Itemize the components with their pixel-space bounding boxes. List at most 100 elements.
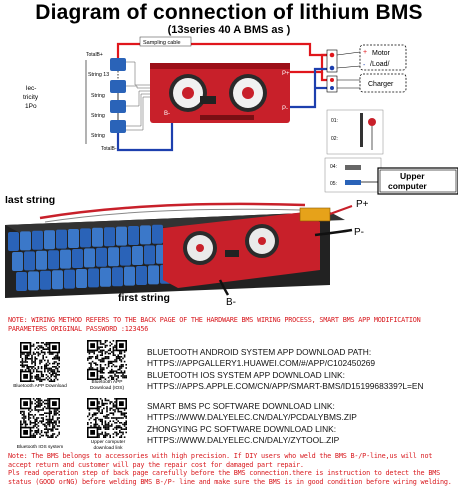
battery-cell [124, 266, 135, 286]
battery-cell [110, 120, 126, 133]
load-label: /Load/ [370, 61, 390, 68]
ios-url[interactable]: HTTPS://APPS.APPLE.COM/CN/APP/SMART-BMS/… [147, 381, 424, 392]
battery-cell [44, 230, 55, 250]
string-1a-label: String [91, 113, 105, 119]
pc-title: SMART BMS PC SOFTWARE DOWNLOAD LINK: [147, 401, 335, 411]
battery-cell [20, 231, 31, 251]
upper-computer-label-2: computer [388, 181, 427, 191]
battery-cell [48, 250, 59, 270]
pc-url[interactable]: HTTPS://WWW.DALYELEC.CN/DALY/PCDALYBMS.Z… [147, 412, 357, 423]
motor-load-box: + - [326, 44, 407, 73]
total-b-minus-label: TotalB- [101, 146, 117, 152]
zy-url[interactable]: HTTPS://WWW.DALYELEC.CN/DALY/ZYTOOL.ZIP [147, 435, 340, 446]
battery-cell [76, 269, 87, 288]
download-links-bt: BLUETOOTH ANDROID SYSTEM APP DOWNLOAD PA… [147, 347, 452, 393]
battery-cell [80, 228, 91, 248]
battery-cell [96, 247, 107, 267]
qr-bt-app[interactable] [20, 342, 60, 382]
bms-b-minus: B- [164, 111, 170, 117]
bms-board [150, 63, 290, 123]
page-title: Diagram of connection of lithium BMS [35, 1, 423, 24]
battery-cell [110, 100, 126, 113]
qr-upper-computer[interactable] [87, 398, 127, 438]
battery-cell [110, 80, 126, 93]
qr-bt-ios-caption: Bluetooth APP Download (IOS) [89, 380, 125, 391]
battery-cell [36, 250, 47, 270]
battery-cell [88, 268, 99, 288]
ios-title: BLUETOOTH IOS SYSTEM APP DOWNLOAD LINK: [147, 369, 345, 380]
pin-panel [326, 109, 384, 155]
qr-bt-ios-system[interactable] [20, 398, 60, 438]
xt-connector [299, 207, 331, 222]
p-plus-wire [290, 53, 327, 74]
battery-cell [104, 227, 115, 247]
photo-p-plus: P+ [356, 199, 369, 210]
battery-cell [60, 249, 71, 269]
battery-cell [56, 229, 67, 249]
string-13-label: String 13 [88, 72, 109, 78]
upper-computer-label: Upper [400, 171, 425, 181]
battery-cell [28, 271, 39, 291]
string-2-label: String [91, 93, 105, 99]
qr-bt-app-caption: Bluetooth APP Download [13, 384, 67, 389]
string-1b-label: String [91, 133, 105, 139]
battery-cell [24, 251, 35, 271]
battery-cell [148, 265, 159, 285]
wiring-diagram: lec- tricity 1Po TotalB+ TotalB- String … [23, 36, 458, 195]
total-b-plus-label: TotalB+ [86, 52, 103, 58]
bottom-note-1: Note: The BMS belongs to accessories wit… [8, 452, 433, 469]
battery-cell [72, 249, 83, 268]
sampling-wires [126, 61, 152, 131]
page-subtitle: (13series 40 A BMS as ) [167, 24, 291, 36]
zy-title: ZHONGYING PC SOFTWARE DOWNLOAD LINK: [147, 423, 337, 434]
photo-b-minus: B- [226, 297, 236, 308]
sampling-cable-label: Sampling cable [143, 40, 181, 46]
qr-bt-ios[interactable] [87, 340, 127, 380]
battery-cell [110, 58, 126, 71]
b-plus-wire [116, 42, 327, 57]
battery-cell [128, 226, 139, 245]
battery-cell [120, 246, 131, 266]
side-label-1: lec- [26, 85, 36, 92]
battery-cell [108, 247, 119, 267]
battery-cell [52, 270, 63, 290]
motor-label: Motor [372, 50, 391, 57]
bms-on-pack [163, 212, 320, 288]
battery-cell [16, 272, 27, 291]
upper-computer-icon [377, 167, 458, 195]
battery-cell [64, 269, 75, 289]
battery-cell-stack [110, 58, 126, 144]
charger-label: Charger [368, 81, 394, 88]
android-title: BLUETOOTH ANDROID SYSTEM APP DOWNLOAD PA… [147, 347, 372, 357]
battery-cell [144, 245, 155, 265]
qr-upper-computer-caption: Upper computer download link [90, 440, 126, 451]
battery-cell [112, 267, 123, 287]
pin-05-label: 05: [330, 181, 337, 187]
android-url[interactable]: HTTPS://APPGALLERY1.HUAWEI.COM/#/APP/C10… [147, 358, 376, 369]
pin-04-label: 04: [330, 164, 337, 170]
battery-cell [140, 225, 151, 245]
side-label-2: tricity [23, 94, 39, 101]
bms-p-minus: P- [282, 106, 288, 112]
battery-cell [40, 270, 51, 290]
battery-cell [12, 252, 23, 271]
bms-p-plus: P+ [282, 71, 290, 77]
bottom-note: Note: The BMS belongs to accessories wit… [8, 452, 456, 486]
download-links-pc: SMART BMS PC SOFTWARE DOWNLOAD LINK: HTT… [147, 401, 452, 447]
pin-02-label: 02: [331, 136, 338, 142]
battery-cell [32, 230, 43, 250]
battery-cell [84, 248, 95, 268]
product-photo: last string first string P+ P- B- [5, 196, 369, 308]
top-note: NOTE: WIRING METHOD REFERS TO THE BACK P… [8, 316, 421, 333]
qr-bt-ios-system-caption: Bluetooth IOS system [16, 445, 64, 450]
battery-cell [8, 232, 19, 251]
battery-cell [136, 266, 147, 285]
battery-cell [100, 267, 111, 287]
svg-text:+: + [363, 49, 367, 56]
battery-cell [152, 224, 163, 244]
charger-box [326, 73, 407, 93]
battery-cell [132, 246, 143, 265]
battery-cell [68, 229, 79, 248]
pin-01-label: 01: [331, 118, 338, 124]
last-string-label: last string [5, 196, 55, 206]
